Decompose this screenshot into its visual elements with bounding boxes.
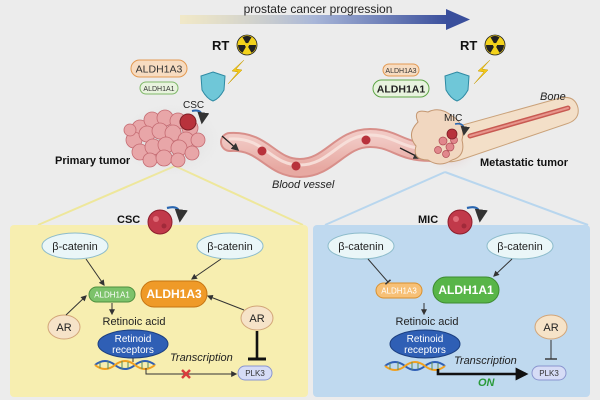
bcat-right-label: β-catenin	[207, 241, 252, 253]
csc-pathway-edges	[65, 258, 245, 362]
bone-group	[411, 97, 579, 174]
aldh1a3-pill-top-right	[382, 63, 420, 77]
aldh1a1-pill-top-left	[139, 81, 179, 95]
retinoid-receptors-left-line2: receptors	[112, 345, 154, 356]
plk3-node-right	[531, 365, 567, 381]
mic-panel	[313, 225, 590, 397]
csc-cell-icon	[147, 206, 188, 235]
plk3-node-right-label: PLK3	[539, 369, 559, 378]
retinoic-acid-label-left: Retinoic acid	[103, 316, 166, 328]
bcat-left-label-right-panel: β-catenin	[338, 241, 383, 253]
mic-cell-icon	[447, 206, 488, 235]
csc-cell-top	[179, 113, 197, 131]
ar-node-right	[534, 314, 568, 340]
bcat-left-node-right-panel	[327, 232, 395, 260]
retinoid-receptors-right	[389, 329, 461, 359]
mic-self-renew-arrow	[454, 122, 470, 136]
shield-icon-left	[200, 71, 226, 102]
mic-panel-title: MIC	[418, 214, 438, 226]
connector-lines	[37, 165, 589, 226]
aldh1a1-node-right-label: ALDH1A1	[438, 283, 494, 297]
retinoic-acid-label-right: Retinoic acid	[396, 316, 459, 328]
progression-label: prostate cancer progression	[244, 2, 393, 16]
aldh1a3-label-top-right: ALDH1A3	[385, 68, 416, 75]
aldh1a3-pill-top-left	[130, 59, 188, 78]
arrow-tumor-to-vessel	[221, 135, 240, 152]
plk3-node-left-label: PLK3	[245, 369, 265, 378]
aldh1a1-label-top-left: ALDH1A1	[143, 86, 174, 93]
transcription-label-left: Transcription	[170, 352, 233, 364]
primary-tumor-label: Primary tumor	[55, 155, 131, 167]
mic-cell-top	[446, 128, 458, 140]
csc-label-top: CSC	[183, 100, 204, 111]
mic-pathway-edges	[367, 258, 513, 316]
csc-panel-title: CSC	[117, 214, 140, 226]
radiation-icon-left	[236, 34, 258, 56]
aldh1a1-node-right	[432, 276, 500, 304]
blood-vessel-label: Blood vessel	[272, 179, 335, 191]
aldh1a1-label-top-right: ALDH1A1	[377, 84, 426, 96]
retinoid-receptors-right-line1: Retinoid	[407, 334, 444, 345]
aldh1a3-label-top-left: ALDH1A3	[136, 64, 183, 76]
bone-label: Bone	[540, 91, 566, 103]
bcat-right-node-right-panel	[486, 232, 554, 260]
shield-icon-right	[444, 71, 470, 102]
bcat-right-label-right-panel: β-catenin	[497, 241, 542, 253]
metastatic-tumor-label: Metastatic tumor	[480, 157, 569, 169]
dna-helix-right	[384, 361, 446, 371]
ar-left-label: AR	[56, 322, 71, 334]
aldh1a3-node-left	[140, 280, 208, 308]
aldh1a1-node-left	[88, 286, 136, 303]
transcription-arrow-right	[436, 367, 529, 381]
ar-node-right-label: AR	[543, 322, 558, 334]
lightning-icon-left	[227, 59, 245, 85]
bcat-left-label: β-catenin	[52, 241, 97, 253]
rt-label-right: RT	[460, 38, 477, 53]
transcription-label-right: Transcription	[454, 355, 517, 367]
metastatic-cells	[434, 136, 458, 158]
bcat-left-node	[41, 232, 109, 260]
blood-vessel	[220, 127, 440, 179]
aldh1a3-node-right-label: ALDH1A3	[381, 287, 417, 296]
aldh1a3-node-right	[375, 282, 423, 299]
ar-right-label: AR	[249, 313, 264, 325]
mic-label-top: MIC	[444, 113, 462, 124]
radiation-icon-right	[484, 34, 506, 56]
ar-left-node	[47, 314, 81, 340]
aldh1a3-node-left-label: ALDH1A3	[146, 287, 202, 301]
ar-inhibit-plk3-left	[248, 331, 266, 361]
retinoid-receptors-left-line1: Retinoid	[115, 334, 152, 345]
dna-helix-left	[94, 360, 156, 370]
aldh1a1-pill-top-right	[372, 79, 430, 98]
aldh1a1-node-left-label: ALDH1A1	[94, 291, 130, 300]
lightning-icon-right	[473, 59, 491, 85]
ar-inhibit-plk3-right	[545, 340, 557, 360]
ar-right-node	[240, 305, 274, 331]
rt-label-left: RT	[212, 38, 229, 53]
plk3-node-left	[237, 365, 273, 381]
primary-tumor-group	[115, 100, 225, 180]
progression-arrow	[180, 9, 470, 30]
csc-self-renew-arrow	[191, 109, 210, 125]
transcription-line-left	[145, 368, 238, 377]
csc-panel	[10, 225, 308, 397]
on-label: ON	[478, 377, 496, 389]
retinoid-receptors-right-line2: receptors	[404, 345, 446, 356]
inhibit-cross-icon	[181, 369, 191, 379]
bcat-right-node	[196, 232, 264, 260]
